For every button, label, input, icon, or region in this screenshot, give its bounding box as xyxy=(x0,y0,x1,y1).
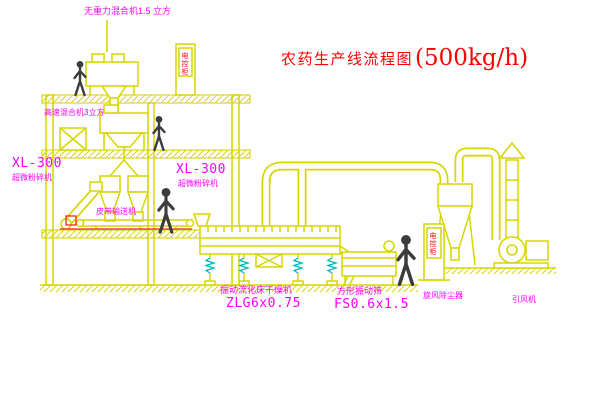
vibrating-sieve xyxy=(341,240,397,285)
label-center-mill-model: XL-300 xyxy=(176,162,226,177)
cyclone-separator xyxy=(434,147,501,266)
cabinet-right-text: 电控柜 xyxy=(429,232,436,256)
control-cabinet-right xyxy=(418,223,450,281)
fluid-bed-dryer xyxy=(192,213,353,286)
label-fan: 引风机 xyxy=(512,295,536,304)
person-figure xyxy=(396,233,416,287)
label-cyclone: 旋风除尘器 xyxy=(423,291,463,300)
label-high-speed-mixer: 高速混合机3立方 xyxy=(44,108,105,117)
belt-conveyor xyxy=(60,215,195,230)
label-sieve-model: FS0.6x1.5 xyxy=(334,297,409,312)
person-figure xyxy=(152,114,166,152)
label-belt-conveyor: 皮带输送机 xyxy=(96,207,136,216)
dryer-exhaust-ducts xyxy=(261,161,449,226)
title-text: 农药生产线流程图 xyxy=(281,52,414,68)
cabinet-top-text: 电控柜 xyxy=(181,52,188,76)
high-speed-mixer xyxy=(59,104,149,151)
label-gravity-mixer: 无重力混合机1.5 立方 xyxy=(84,6,172,16)
label-left-mill-name: 超微粉碎机 xyxy=(12,173,52,182)
label-dryer-name: 振动流化床干燥机 xyxy=(220,285,293,295)
label-center-mill-name: 超微粉碎机 xyxy=(178,179,218,188)
label-left-mill-model: XL-300 xyxy=(12,156,62,171)
exhaust-stack xyxy=(498,141,526,239)
label-sieve-name: 方形振动筛 xyxy=(337,286,383,296)
control-cabinet-top xyxy=(175,43,196,96)
person-figure xyxy=(73,59,87,97)
induced-draft-fan xyxy=(493,236,549,269)
title-capacity: (500kg/h) xyxy=(415,45,529,72)
diagram-title: 农药生产线流程图 (500kg/h) xyxy=(281,45,529,72)
label-dryer-model: ZLG6x0.75 xyxy=(226,296,301,311)
